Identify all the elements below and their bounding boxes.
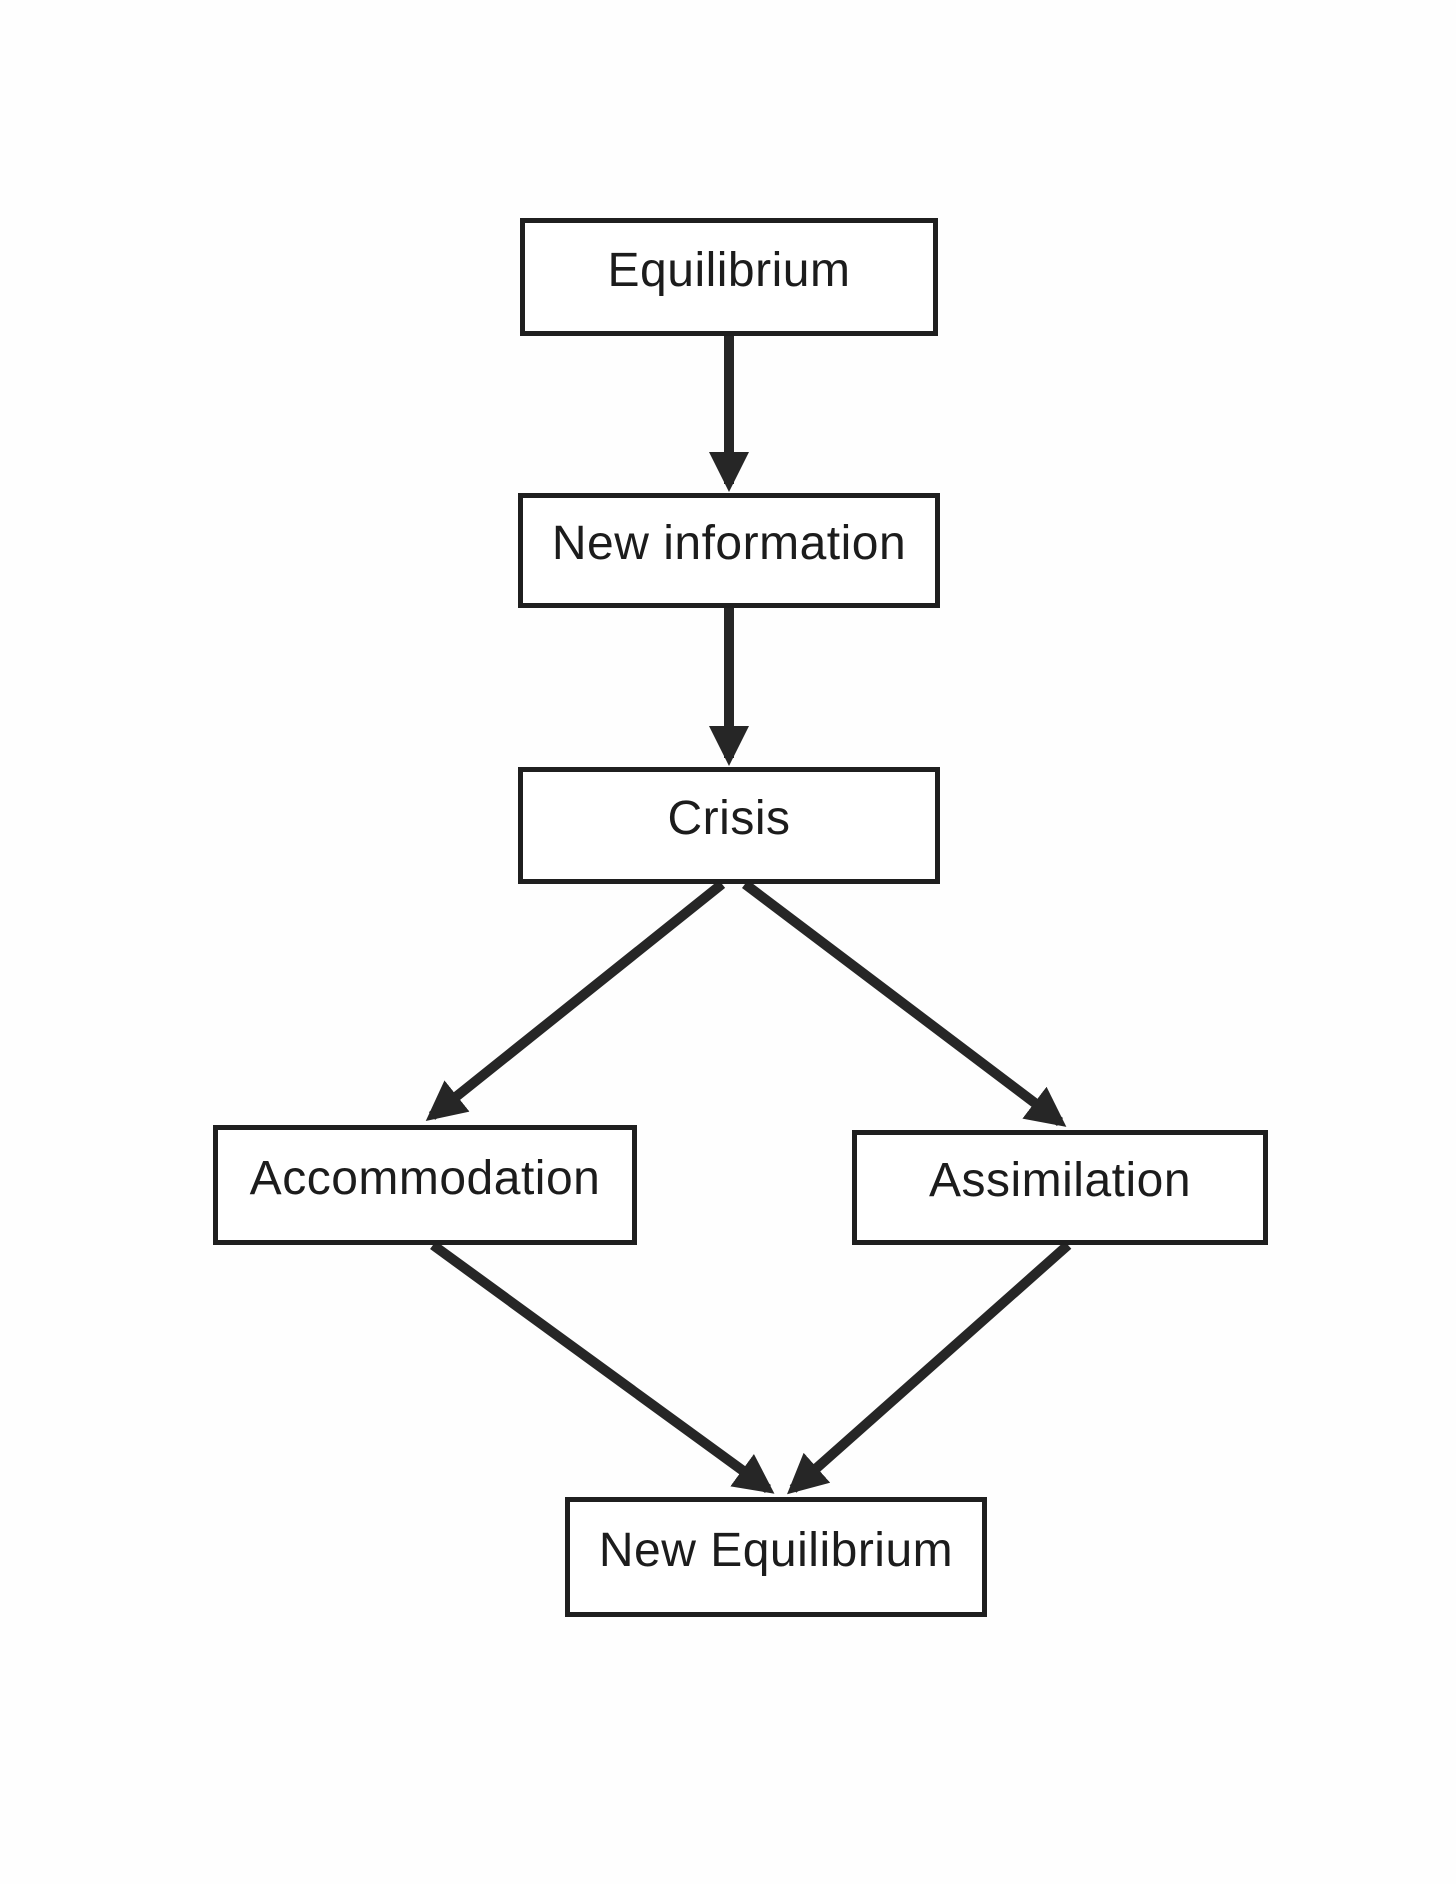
node-crisis-label: Crisis — [667, 792, 791, 845]
arrow-crisis-to-assimilation — [741, 880, 1067, 1127]
arrow-crisis-to-accommodation — [425, 880, 726, 1121]
node-accommodation: Accommodation — [213, 1125, 637, 1245]
arrow-accommodation-to-new-equilibrium — [430, 1240, 775, 1494]
node-new-information-label: New information — [551, 517, 907, 570]
node-new-equilibrium: New Equilibrium — [565, 1497, 987, 1617]
node-equilibrium: Equilibrium — [520, 218, 938, 336]
node-new-equilibrium-label: New Equilibrium — [598, 1523, 954, 1577]
node-assimilation: Assimilation — [852, 1130, 1268, 1245]
node-equilibrium-label: Equilibrium — [607, 243, 851, 297]
node-accommodation-label: Accommodation — [249, 1151, 601, 1205]
node-crisis: Crisis — [518, 767, 940, 884]
node-new-information: New information — [518, 493, 940, 608]
node-assimilation-label: Assimilation — [928, 1154, 1192, 1207]
arrow-assimilation-to-new-equilibrium — [787, 1241, 1072, 1495]
